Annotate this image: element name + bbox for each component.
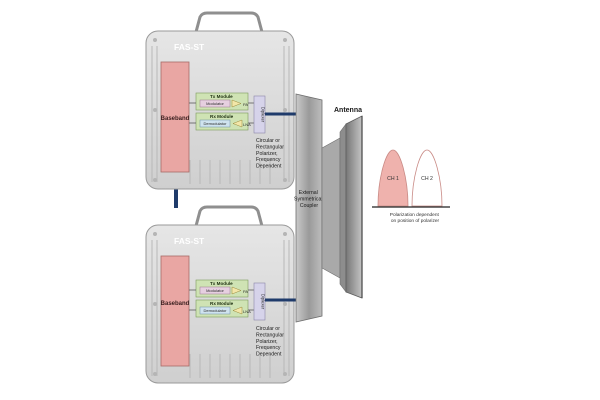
- modulator-label: Modulator: [206, 101, 224, 106]
- pa-label: PA: [243, 289, 248, 294]
- baseband-block: [160, 61, 190, 173]
- demodulator-label: Demodulator: [204, 308, 228, 313]
- screw: [153, 232, 157, 236]
- polarization-channels: CH 1 CH 2: [372, 149, 450, 208]
- screw: [153, 38, 157, 42]
- unit-title: FAS-ST: [174, 42, 205, 52]
- antenna-dish: [321, 115, 363, 299]
- modulator-label: Modulator: [206, 288, 224, 293]
- heat-sink-fins: [151, 240, 290, 378]
- modulator-block: [199, 99, 231, 108]
- screw: [283, 38, 287, 42]
- baseband-label: Baseband: [161, 301, 190, 307]
- carry-handle: [194, 205, 264, 227]
- tx-module-label: Tx Module: [210, 94, 233, 99]
- screw: [283, 302, 287, 306]
- lna-label: LNA: [243, 309, 251, 314]
- polarizer-description: Circular or Rectangular Polarizer, Frequ…: [256, 326, 285, 358]
- tx-module-label: Tx Module: [210, 281, 233, 286]
- carry-handle: [194, 11, 264, 33]
- screw: [153, 108, 157, 112]
- antenna-label: Antenna: [334, 107, 362, 114]
- coupler-label: External Symmetrical Coupler: [294, 190, 324, 209]
- diplexer-label: Diplexer: [261, 107, 266, 123]
- heat-sink-fins: [151, 46, 290, 184]
- screw: [283, 372, 287, 376]
- pa-amplifier-icon: [231, 286, 242, 295]
- rx-module-label: Rx Module: [210, 301, 234, 306]
- baseband-block: [160, 255, 190, 367]
- ch2-label: CH 2: [421, 176, 433, 182]
- rx-module-label: Rx Module: [210, 114, 234, 119]
- polarization-note: Polarization dependent on position of po…: [390, 212, 440, 224]
- screw: [283, 108, 287, 112]
- pa-amplifier-icon: [231, 99, 242, 108]
- baseband-label: Baseband: [161, 116, 190, 122]
- demodulator-block: [199, 306, 231, 315]
- screw: [283, 178, 287, 182]
- pa-label: PA: [243, 102, 248, 107]
- unit-title: FAS-ST: [174, 236, 205, 246]
- demodulator-block: [199, 119, 231, 128]
- screw: [283, 232, 287, 236]
- fas-st-unit-bottom: FAS-ST Baseband Tx Module Modulator PA R…: [145, 205, 295, 384]
- diplexer-label: Diplexer: [261, 294, 266, 310]
- lna-amplifier-icon: [232, 119, 243, 128]
- screw: [153, 372, 157, 376]
- ch2-lobe: [411, 149, 443, 207]
- screw: [153, 178, 157, 182]
- demodulator-label: Demodulator: [204, 121, 228, 126]
- lna-label: LNA: [243, 122, 251, 127]
- modulator-block: [199, 286, 231, 295]
- lna-amplifier-icon: [232, 306, 243, 315]
- ch1-label: CH 1: [387, 176, 399, 182]
- screw: [153, 302, 157, 306]
- polarizer-description: Circular or Rectangular Polarizer, Frequ…: [256, 138, 285, 170]
- ch1-lobe: [377, 149, 409, 207]
- fas-st-unit-top: FAS-ST Baseband Tx Module Modulator PA R…: [145, 11, 295, 190]
- external-symmetrical-coupler: External Symmetrical Coupler: [294, 93, 324, 323]
